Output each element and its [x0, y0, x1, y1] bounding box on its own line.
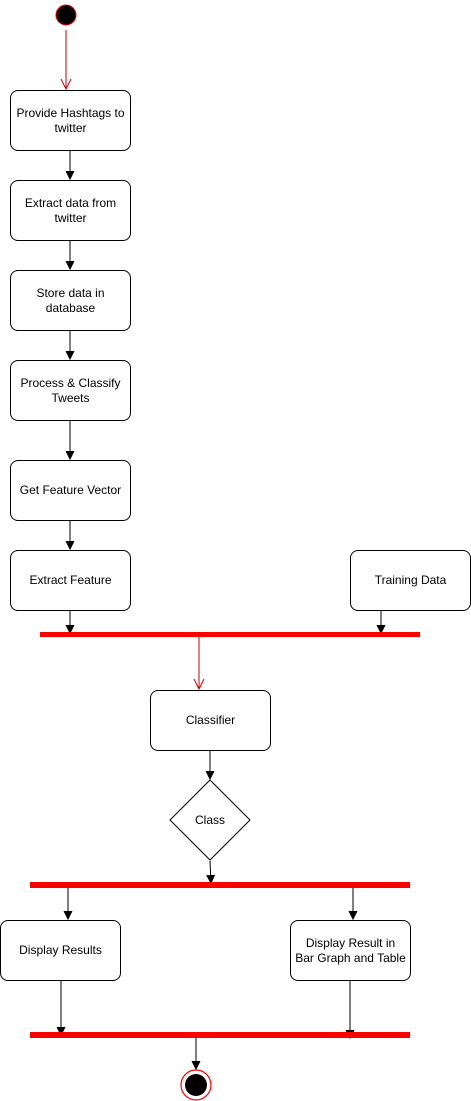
extract-data-node: Extract data from twitter — [10, 180, 131, 241]
training-data-node: Training Data — [350, 550, 471, 611]
join-bar-2 — [30, 1032, 410, 1038]
start-node — [55, 4, 77, 26]
store-data-node: Store data in database — [10, 270, 131, 331]
provide-hashtags-node: Provide Hashtags to twitter — [10, 90, 131, 151]
fork-bar — [30, 882, 410, 888]
display-results-node: Display Results — [0, 920, 121, 981]
join-bar-1 — [40, 632, 420, 637]
end-node-core — [185, 1074, 207, 1096]
display-bar-graph-node: Display Result in Bar Graph and Table — [290, 920, 411, 981]
process-classify-node: Process & Classify Tweets — [10, 360, 131, 421]
classifier-node: Classifier — [150, 690, 271, 751]
arrow-class-to-fork — [210, 860, 211, 883]
extract-feature-node: Extract Feature — [10, 550, 131, 611]
feature-vector-node: Get Feature Vector — [10, 460, 131, 521]
class-decision — [169, 779, 251, 861]
class-decision-label: Class — [194, 813, 225, 827]
